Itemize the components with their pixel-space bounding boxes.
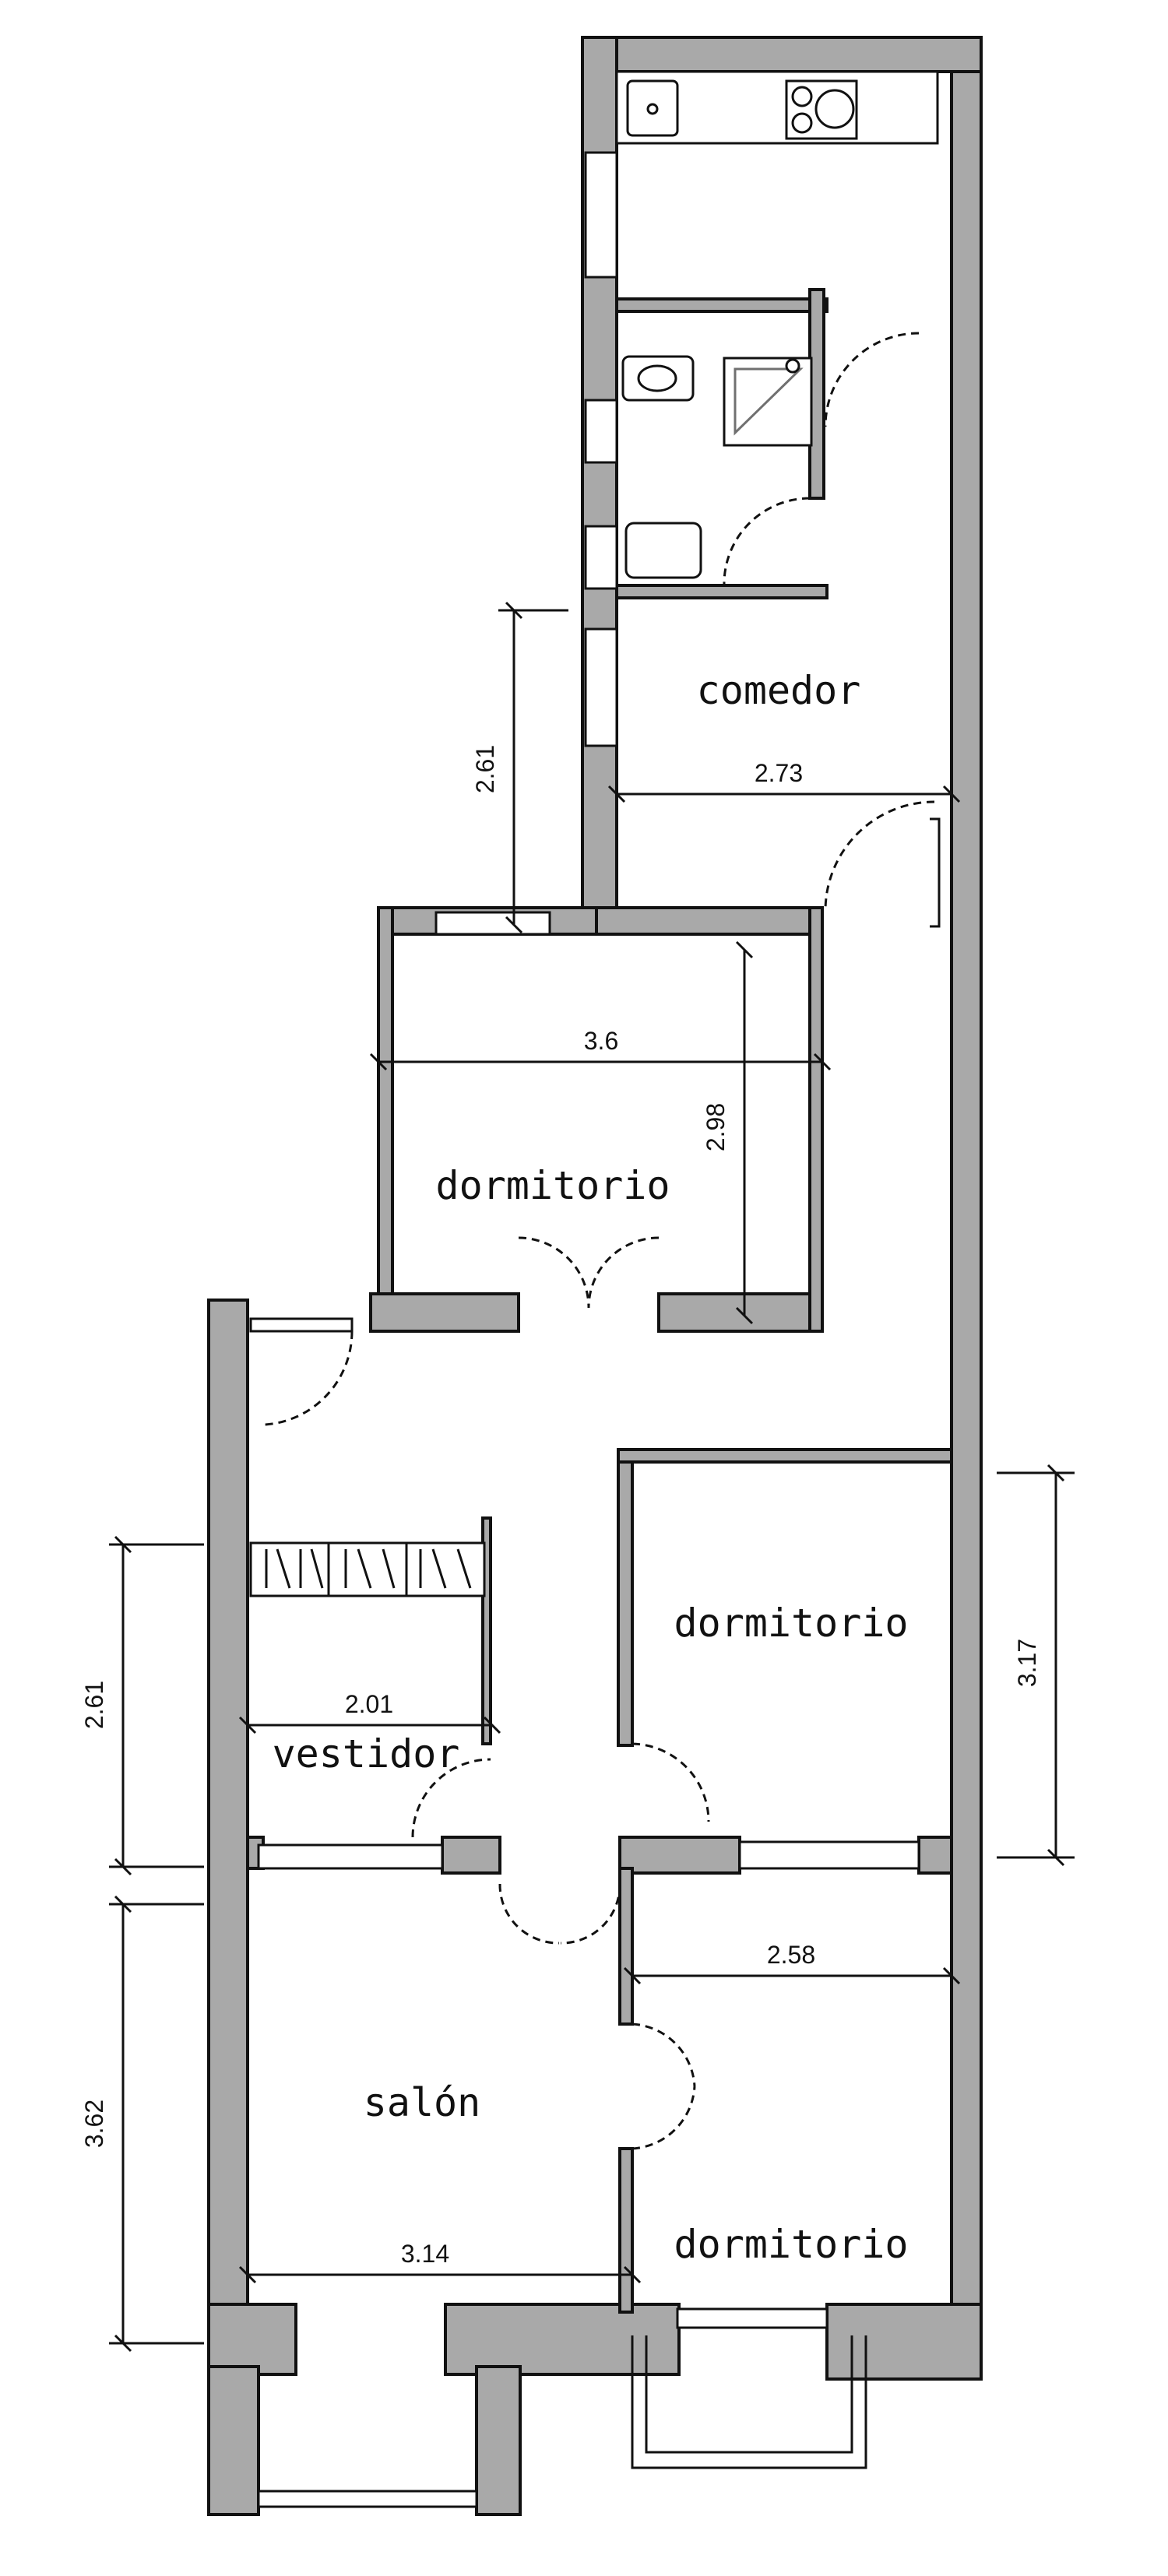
- windows: [249, 151, 941, 2508]
- dim-label-vestidor-width: 2.01: [345, 1690, 393, 1718]
- door-dormitorio-3-bottom: [631, 2086, 696, 2150]
- doors: [264, 332, 935, 2150]
- door-vestidor: [411, 1758, 491, 1838]
- dim-label-dormitorio-1-width: 3.6: [584, 1027, 618, 1055]
- dim-label-salon-depth: 3.62: [80, 2100, 108, 2148]
- door-bathroom: [723, 497, 811, 586]
- room-label-vestidor: vestidor: [273, 1731, 460, 1776]
- door-hall-right: [560, 1883, 621, 1945]
- room-label-comedor: comedor: [697, 668, 861, 713]
- dim-label-salon-width: 3.14: [401, 2240, 449, 2268]
- dimension-lines: [109, 601, 1075, 2353]
- room-label-dormitorio-2: dormitorio: [674, 1601, 908, 1646]
- room-labels: comedor dormitorio dormitorio vestidor s…: [273, 668, 909, 2267]
- door-hall-left: [498, 1883, 560, 1945]
- door-comedor: [824, 800, 935, 912]
- door-entrance: [264, 1330, 354, 1426]
- door-dormitorio-1-right: [587, 1236, 660, 1309]
- wardrobe-icon: [249, 1541, 486, 1597]
- door-dormitorio-1-left: [518, 1236, 590, 1309]
- room-label-salon: salón: [364, 2080, 481, 2125]
- door-dormitorio-3-top: [631, 2022, 696, 2087]
- dim-label-dormitorio-3-width: 2.58: [767, 1941, 815, 1969]
- room-label-dormitorio-1: dormitorio: [435, 1163, 670, 1208]
- dim-label-comedor-depth: 2.61: [471, 745, 499, 793]
- outer-walls: [207, 36, 983, 2516]
- door-kitchen: [824, 332, 920, 427]
- dim-label-vestidor-depth: 2.61: [80, 1681, 108, 1729]
- dim-label-dormitorio-1-depth: 2.98: [702, 1103, 730, 1151]
- dim-label-comedor-width: 2.73: [755, 759, 803, 787]
- dim-label-dormitorio-2-depth: 3.17: [1013, 1639, 1041, 1687]
- fixtures: [249, 70, 939, 1597]
- toilet-icon: [624, 522, 702, 579]
- dimension-labels: 2.73 2.61 3.6 2.98 3.17 2.01 2.61 2.58 3…: [80, 745, 1041, 2268]
- door-dormitorio-2: [631, 1742, 710, 1822]
- room-label-dormitorio-3: dormitorio: [674, 2222, 908, 2267]
